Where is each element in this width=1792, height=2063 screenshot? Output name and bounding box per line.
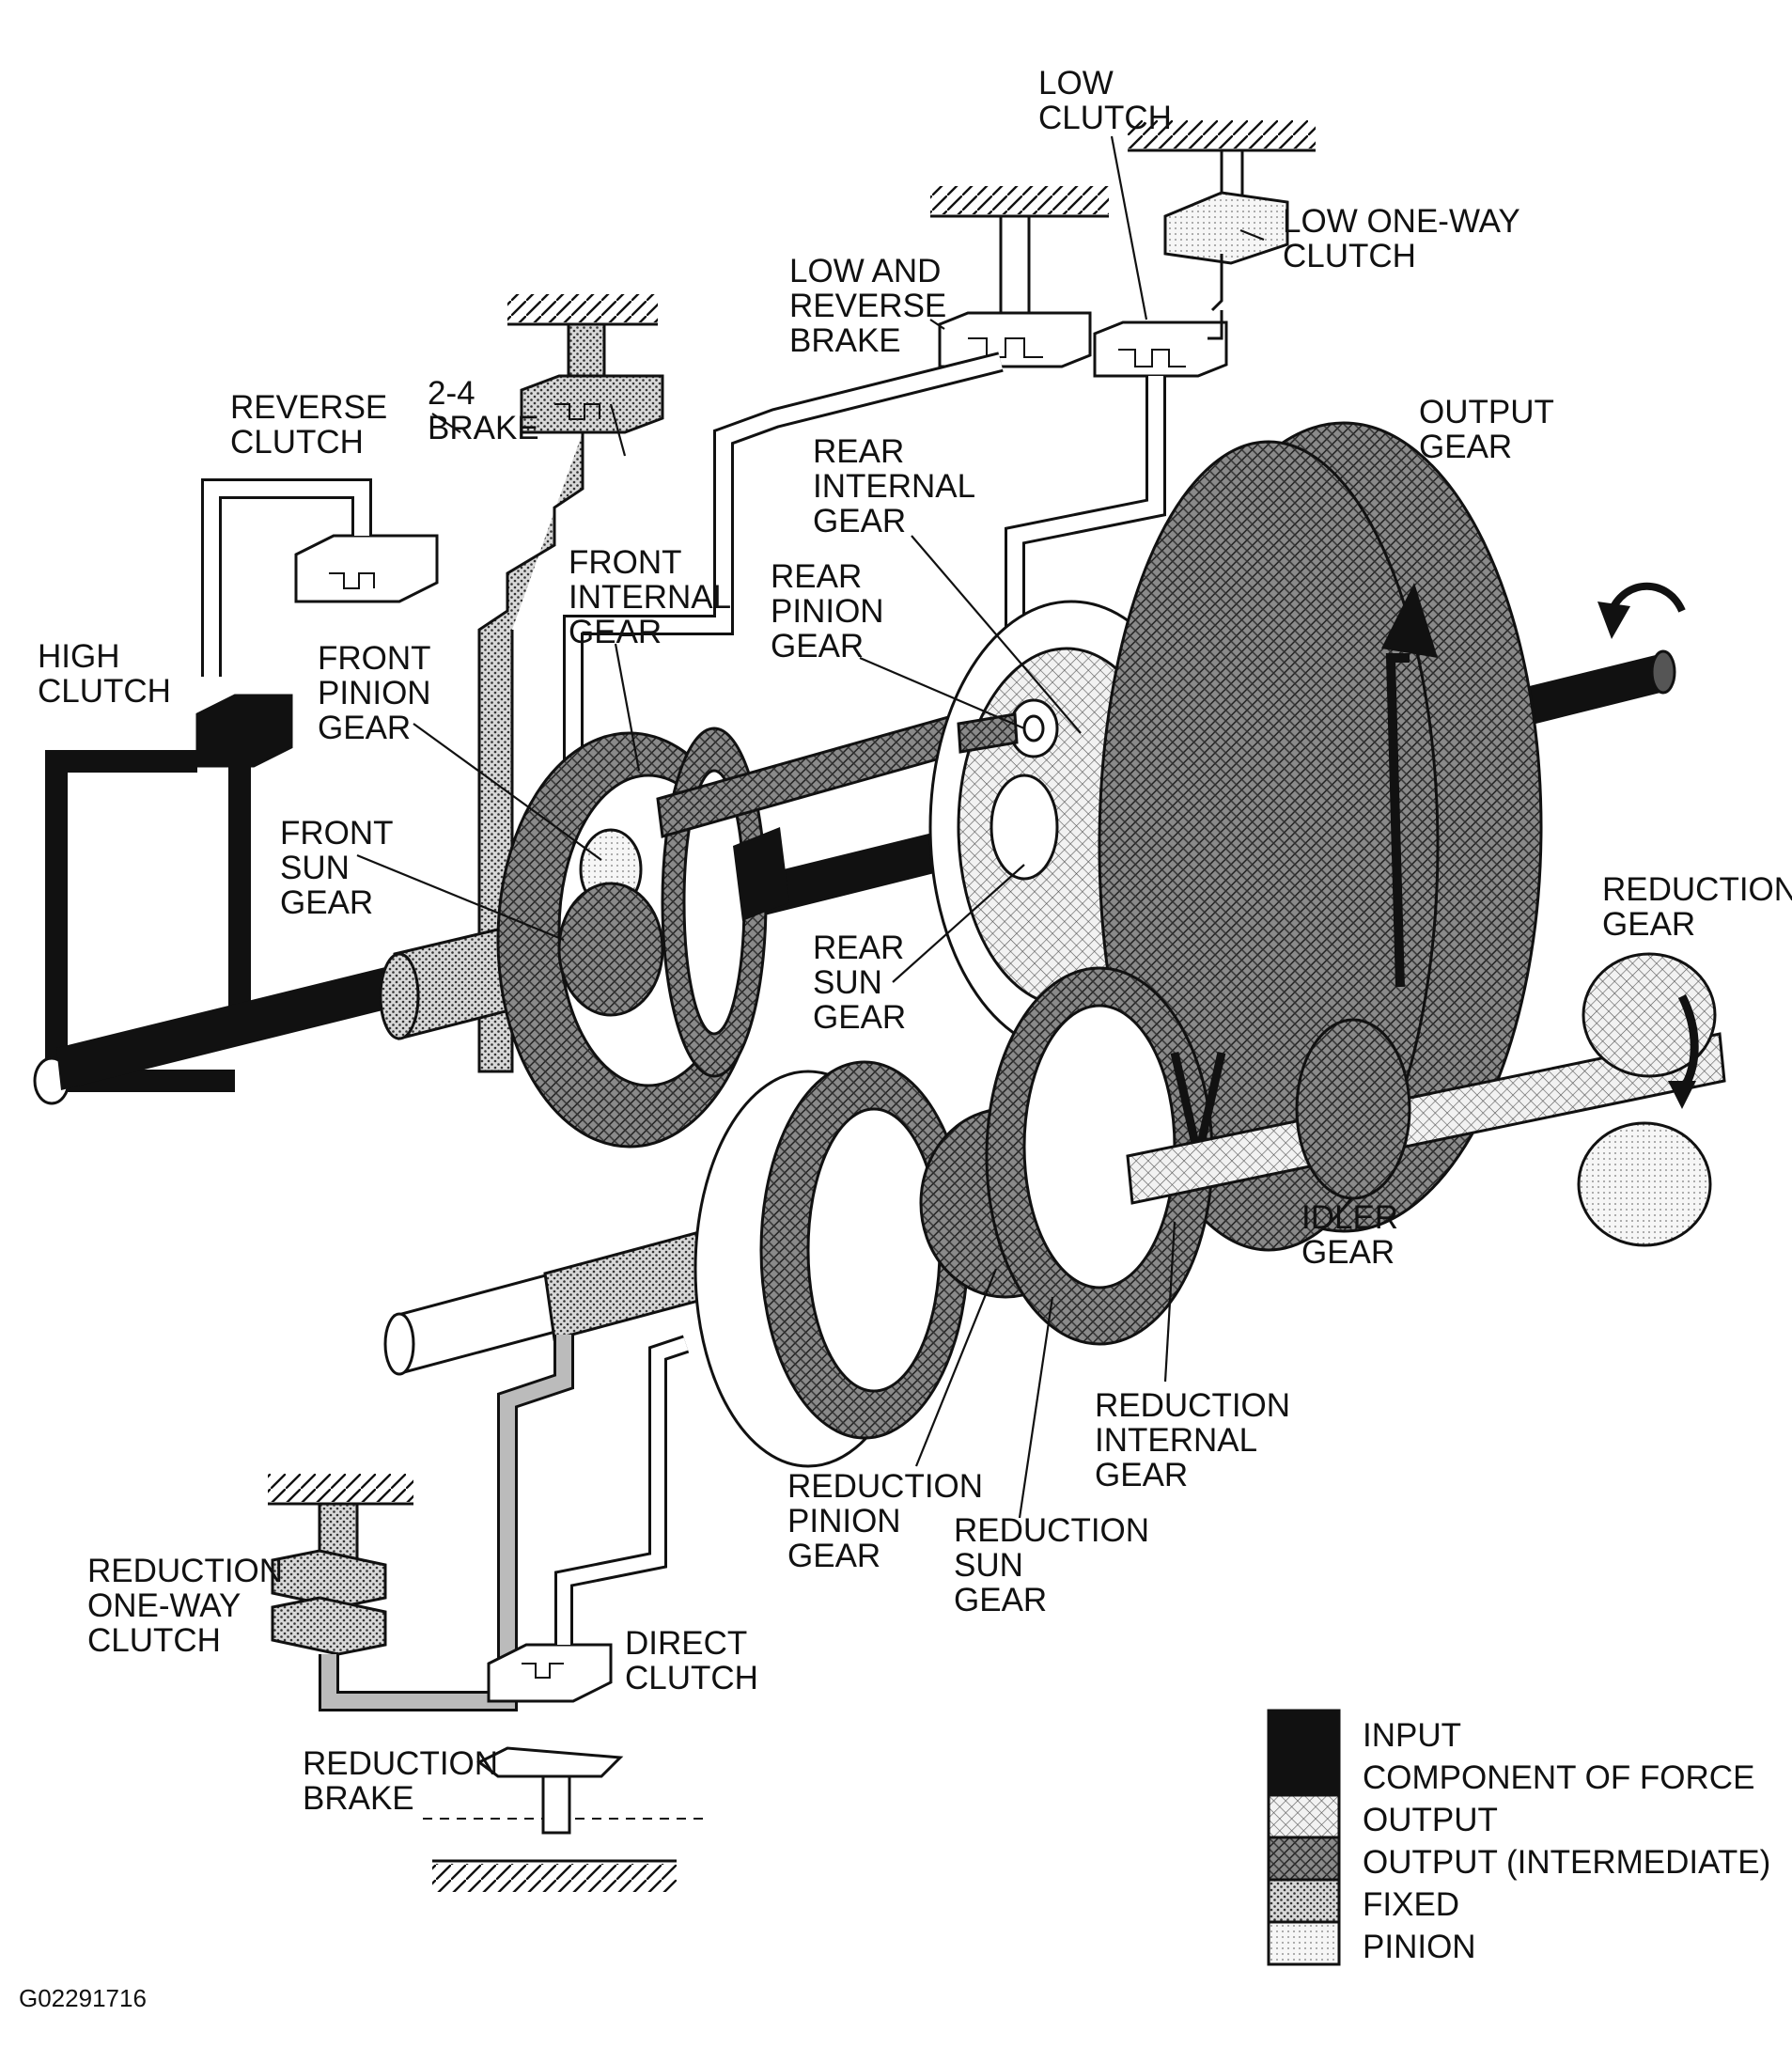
label-reduction-gear: REDUCTION GEAR [1602, 871, 1792, 943]
labels: LOW CLUTCH LOW ONE-WAY CLUTCH LOW AND RE… [38, 65, 1792, 1817]
low-one-way-clutch-block [1163, 191, 1289, 265]
label-direct-clutch: DIRECT CLUTCH [625, 1625, 758, 1696]
leader-lines [356, 135, 1265, 1519]
legend-swatch-input [1267, 1709, 1341, 1755]
figure-id: G02291716 [19, 1984, 147, 2012]
reverse-clutch-block [294, 534, 439, 603]
legend-label-fixed: FIXED [1363, 1886, 1459, 1923]
front-planetary [496, 712, 965, 1149]
legend-label-component-of-force: COMPONENT OF FORCE [1363, 1759, 1754, 1796]
label-reverse-clutch: REVERSE CLUTCH [230, 389, 397, 461]
label-2-4-brake: 2-4 BRAKE [428, 375, 539, 446]
legend-label-output-intermediate: OUTPUT (INTERMEDIATE) [1363, 1844, 1770, 1881]
label-rear-sun-gear: REAR SUN GEAR [813, 930, 913, 1036]
ground-hatch-2-4-brake [507, 294, 658, 326]
label-front-sun-gear: FRONT SUN GEAR [280, 815, 402, 921]
low-reverse-brake-block [938, 311, 1092, 368]
reduction-linkage [271, 1335, 690, 1835]
reduction-one-way-clutch-block [271, 1549, 387, 1609]
legend-label-input: INPUT [1363, 1717, 1461, 1754]
label-reduction-pinion-gear: REDUCTION PINION GEAR [787, 1468, 992, 1574]
legend-item-pinion: PINION [1267, 1920, 1476, 1966]
label-rear-pinion-gear: REAR PINION GEAR [771, 558, 893, 664]
legend-item-input: INPUT [1267, 1709, 1461, 1755]
reduction-gear [1582, 952, 1717, 1078]
label-low-one-way-clutch: LOW ONE-WAY CLUTCH [1283, 203, 1529, 274]
reduction-brake-block [476, 1746, 624, 1778]
front-sun-gear [557, 882, 664, 1017]
legend-label-pinion: PINION [1363, 1929, 1476, 1965]
label-reduction-internal-gear: REDUCTION INTERNAL GEAR [1095, 1387, 1300, 1493]
label-output-gear: OUTPUT GEAR [1419, 394, 1563, 465]
label-idler-gear: IDLER GEAR [1301, 1199, 1408, 1271]
ground-hatch-low-clutch [1128, 120, 1316, 152]
legend-item-output-intermediate: OUTPUT (INTERMEDIATE) [1267, 1836, 1770, 1882]
legend-swatch-pinion [1267, 1920, 1341, 1966]
legend-label-output: OUTPUT [1363, 1802, 1498, 1838]
label-reduction-brake: REDUCTION BRAKE [303, 1745, 507, 1817]
label-reduction-sun-gear: REDUCTION SUN GEAR [954, 1512, 1159, 1618]
legend-item-output: OUTPUT [1267, 1793, 1498, 1839]
label-front-pinion-gear: FRONT PINION GEAR [318, 640, 440, 746]
legend: INPUT COMPONENT OF FORCE OUTPUT OUTPUT (… [1267, 1709, 1770, 1966]
legend-swatch-output [1267, 1793, 1341, 1839]
ground-hatch-reduction-oneway [268, 1474, 413, 1506]
reduction-set [383, 952, 1726, 1468]
label-high-clutch: HIGH CLUTCH [38, 638, 171, 710]
legend-swatch-fixed [1267, 1878, 1341, 1924]
rear-sun-gear [989, 774, 1059, 881]
ground-hatch-low-reverse [930, 186, 1109, 218]
legend-item-component-of-force: COMPONENT OF FORCE [1267, 1751, 1754, 1797]
legend-swatch-component-of-force [1267, 1751, 1341, 1797]
label-rear-internal-gear: REAR INTERNAL GEAR [813, 433, 984, 539]
label-low-and-reverse-brake: LOW AND REVERSE BRAKE [789, 253, 956, 359]
legend-item-fixed: FIXED [1267, 1878, 1459, 1924]
idler-gear [1295, 1018, 1411, 1200]
label-low-clutch: LOW CLUTCH [1038, 65, 1172, 136]
label-reduction-one-way-clutch: REDUCTION ONE-WAY CLUTCH [87, 1553, 292, 1659]
high-clutch-block [195, 694, 293, 768]
legend-swatch-output-intermediate [1267, 1836, 1341, 1882]
label-front-internal-gear: FRONT INTERNAL GEAR [569, 544, 740, 650]
